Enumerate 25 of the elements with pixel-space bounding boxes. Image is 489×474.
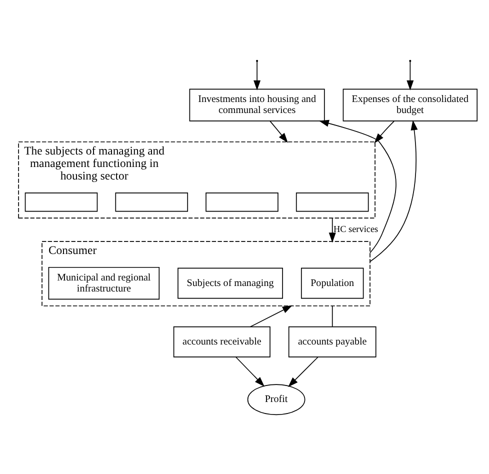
arrow [318, 119, 396, 253]
arrow [254, 60, 261, 90]
arrow [288, 356, 318, 386]
node-box: Expenses of the consolidated budget [342, 88, 478, 121]
arrow [328, 217, 336, 242]
cluster: The subjects of managing and management functioning in housing sector [18, 140, 376, 218]
node-box: Subjects of managing [178, 267, 283, 298]
arrow [250, 304, 292, 327]
node-box: accounts payable [288, 326, 376, 357]
node-box [296, 192, 369, 212]
node-box: Population [300, 267, 364, 298]
arrow [406, 60, 414, 90]
node-box: Municipal and regional infrastructure [48, 266, 160, 300]
node-box: Investments into housing and communal services [189, 88, 325, 121]
connector [332, 304, 333, 326]
node-box: accounts receivable [173, 326, 270, 357]
node-box [115, 192, 188, 212]
node-ellipse: Profit [247, 384, 306, 415]
node-box [206, 192, 278, 212]
arrow [236, 356, 265, 386]
node-box [24, 192, 98, 212]
arrow [370, 120, 418, 262]
edge-label: HC services [333, 224, 378, 234]
arrow [374, 120, 394, 143]
arrow [270, 120, 288, 142]
